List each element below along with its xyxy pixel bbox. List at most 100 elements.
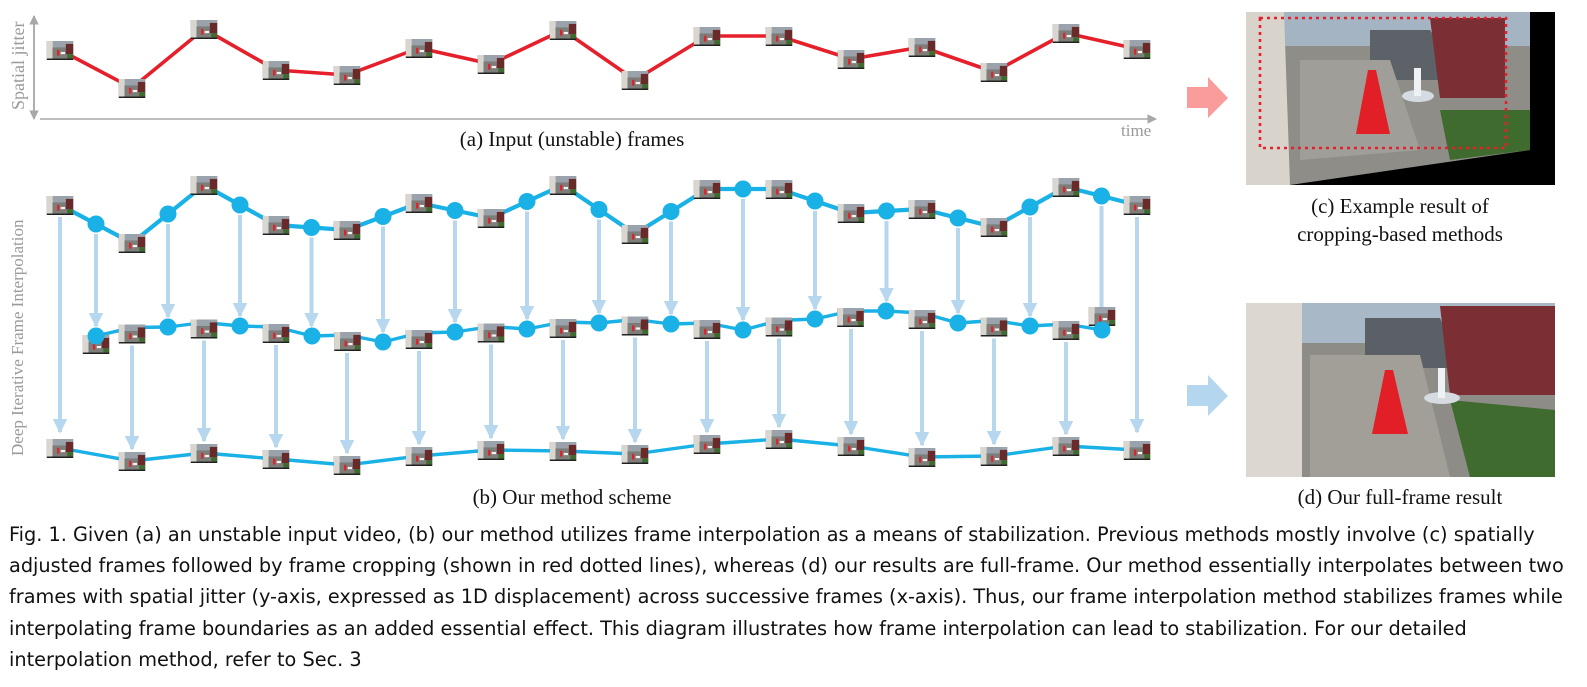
stabilized-frame [621, 445, 649, 464]
interp-frame [190, 319, 218, 339]
interp-frame [334, 332, 361, 351]
caption-text: Given (a) an unstable input video, (b) o… [9, 523, 1564, 671]
stabilized-frame [693, 435, 721, 454]
stabilized-frame [190, 444, 218, 463]
stabilized-frame [1052, 437, 1080, 456]
interp-frame [405, 330, 433, 349]
interp-dot [734, 180, 752, 198]
input-frame [621, 71, 649, 90]
interp-frame [262, 324, 290, 343]
input-frame-b [1052, 178, 1080, 197]
input-frame-b [837, 204, 865, 223]
input-frame-b [405, 194, 433, 213]
interp-frame [1052, 321, 1080, 340]
interp-dot [446, 202, 464, 219]
interp-dot [231, 317, 249, 335]
input-frame-b [693, 180, 721, 199]
crop-box [1258, 16, 1508, 150]
input-frame-b [621, 225, 649, 244]
interp-frame [693, 320, 721, 339]
interp-dot [662, 203, 680, 220]
interp-dot [1021, 317, 1039, 335]
interp-dot [159, 318, 177, 336]
input-frame [1052, 24, 1080, 43]
interp-frame [837, 308, 864, 327]
input-frame [980, 63, 1008, 82]
input-frame-b [765, 180, 793, 199]
stabilized-frame [262, 450, 290, 469]
panel-b-caption: (b) Our method scheme [473, 485, 672, 509]
traffic-cone-icon [1356, 70, 1390, 134]
input-frame [693, 27, 721, 46]
interp-dot [734, 321, 752, 339]
interp-dot [374, 208, 392, 225]
stabilized-frame [765, 430, 793, 449]
input-frame [118, 79, 146, 98]
interp-dot [87, 327, 105, 345]
input-frame [405, 39, 433, 58]
interp-dot [1093, 321, 1111, 339]
interp-dot [518, 320, 536, 338]
input-frame [1123, 40, 1151, 59]
input-frame-b [908, 200, 936, 219]
stabilized-frame [908, 448, 936, 467]
panel-a-caption: (a) Input (unstable) frames [460, 127, 685, 151]
blue-arrow-icon [1187, 375, 1228, 416]
interp-dot [877, 302, 895, 320]
interp-frame [477, 323, 505, 343]
interp-dot [87, 215, 105, 233]
interp-dot [1021, 198, 1039, 216]
panel-c-caption-1: (c) Example result of [1311, 194, 1489, 218]
input-frame [477, 55, 505, 74]
interp-dot [590, 201, 608, 218]
stabilized-frame [405, 447, 433, 466]
interp-dot [303, 327, 321, 345]
interp-frame [765, 317, 793, 337]
stabilized-frame [118, 452, 146, 471]
interp-dot [1093, 187, 1110, 205]
traffic-cone-icon-2 [1372, 370, 1408, 434]
interp-dot [949, 314, 967, 332]
interp-dot [374, 333, 392, 351]
input-frame [262, 61, 290, 80]
interp-dot [518, 193, 536, 210]
panel-d-caption: (d) Our full-frame result [1298, 485, 1503, 509]
interp-frame [549, 319, 577, 338]
interp-dot [159, 205, 177, 223]
interp-dot [446, 323, 464, 341]
input-frame [333, 66, 361, 85]
stabilized-frame [477, 441, 505, 460]
interp-frame [118, 324, 146, 344]
input-frame [549, 21, 577, 40]
input-frame-b [1123, 196, 1151, 215]
input-frame [46, 41, 74, 60]
x-axis-label: time [1121, 121, 1151, 140]
input-frame-b [46, 196, 74, 215]
input-frame-b [980, 218, 1008, 237]
interp-dot [662, 315, 680, 333]
input-frame [765, 27, 793, 46]
cropping-result-image [1246, 12, 1555, 185]
figure-caption: Fig. 1.Given (a) an unstable input video… [9, 519, 1577, 675]
input-path [59, 27, 1138, 90]
interp-dot [590, 314, 608, 332]
input-frame-b [477, 209, 505, 228]
red-arrow-icon [1187, 77, 1228, 118]
side-label: Deep Iterative Frame Interpolation [8, 219, 27, 456]
input-frame [908, 38, 936, 57]
y-axis-label: Spatial jitter [8, 22, 28, 110]
input-frame-b [262, 216, 290, 235]
panel-c-caption-2: cropping-based methods [1297, 222, 1503, 246]
stabilized-frame [333, 456, 361, 475]
input-frame-b [190, 176, 218, 195]
caption-lead: Fig. 1. [9, 523, 67, 546]
interp-dot [806, 310, 824, 328]
input-frame-b [333, 221, 361, 240]
interp-frame [621, 316, 649, 336]
method-path-bottom [59, 437, 1138, 467]
interp-dot [231, 196, 249, 214]
full-frame-result-image [1246, 303, 1555, 477]
stabilized-frame [837, 437, 865, 456]
interp-frame [980, 317, 1008, 337]
